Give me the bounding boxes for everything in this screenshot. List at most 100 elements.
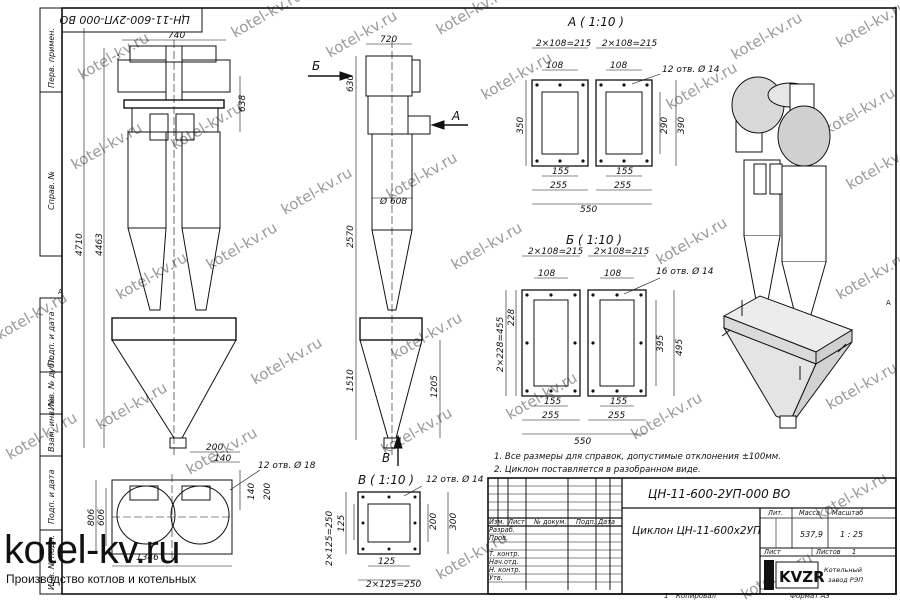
plan-holes: 12 отв. Ø 18	[258, 460, 316, 471]
view-v-holes	[361, 495, 417, 551]
watermark: kotel-kv.ru	[383, 148, 460, 203]
dim-b-108-left: 108	[538, 269, 555, 279]
watermark: kotel-kv.ru	[168, 98, 245, 153]
watermark: kotel-kv.ru	[821, 83, 898, 138]
dim-v-2x125: 2×125=250	[325, 511, 335, 566]
isometric-view	[721, 76, 854, 429]
dim-720: 720	[380, 35, 397, 45]
dim-1510: 1510	[346, 369, 356, 392]
tb-listov-value: 1	[852, 548, 856, 556]
dim-b-2x228: 2×228=455	[496, 317, 506, 372]
watermark: kotel-kv.ru	[628, 388, 705, 443]
view-a-holes	[535, 83, 649, 163]
dim-a-550: 550	[580, 205, 597, 215]
sheet-frame	[39, 7, 897, 595]
label-podp-data-2: Подп. и дата	[47, 469, 56, 524]
tb-listov: Листов	[815, 548, 841, 556]
label-perv-primen: Перв. примен.	[47, 28, 56, 88]
a-holes: 12 отв. Ø 14	[662, 64, 720, 75]
tb-col-podp: Подп.	[576, 518, 596, 526]
dim-a-108-right: 108	[610, 61, 627, 71]
side-view	[355, 40, 441, 455]
tb-row-nkontr: Н. контр.	[489, 566, 521, 574]
watermark: kotel-kv.ru	[823, 358, 900, 413]
stamp-rotated: ЦН-11-600-2УП-000 ВО	[59, 13, 190, 26]
dim-v-300: 300	[449, 513, 459, 530]
dim-d608: Ø 608	[379, 196, 407, 207]
general-notes: 1. Все размеры для справок, допустимые о…	[494, 452, 781, 475]
note-1: 1. Все размеры для справок, допустимые о…	[494, 452, 781, 462]
tb-col-doc: № докум.	[533, 518, 567, 526]
title-block	[487, 477, 897, 595]
tb-row-prov: Пров.	[489, 534, 508, 542]
arrow-label-b: Б	[312, 59, 320, 73]
view-b	[505, 255, 675, 435]
tb-row-utv: Утв.	[489, 574, 503, 582]
dim-a-290: 290	[660, 117, 670, 134]
dim-b-108-right: 108	[604, 269, 621, 279]
v-holes: 12 отв. Ø 14	[426, 474, 484, 485]
dim-a-top-right: 2×108=215	[602, 39, 657, 49]
arrow-a-side	[430, 120, 468, 130]
tb-row-tkontr: Т. контр.	[489, 550, 520, 558]
view-v	[345, 485, 449, 581]
tb-col-data: Дата	[597, 518, 615, 526]
margin-labels: Перв. примен. Справ. № Подп. и дата Инв.…	[47, 13, 891, 590]
dim-plan-1346: 1346	[136, 553, 159, 563]
watermark: kotel-kv.ru	[248, 333, 325, 388]
watermark: kotel-kv.ru	[433, 0, 510, 38]
tb-col-izm: Изм.	[489, 518, 505, 526]
label-vzam-inv: Взам. инв. №	[47, 398, 56, 452]
dim-a-155-right: 155	[616, 167, 633, 177]
tb-designation: ЦН-11-600-2УП-000 ВО	[648, 487, 790, 501]
dim-b-155-right: 155	[610, 397, 627, 407]
watermark: kotel-kv.ru	[203, 218, 280, 273]
tb-sheet-num: 1	[664, 592, 668, 600]
dim-b-395: 395	[656, 335, 666, 352]
label-inv-dubl: Инв. № дубл.	[47, 355, 56, 410]
dim-b-top-left: 2×108=215	[528, 247, 583, 257]
dim-plan-200b: 200	[263, 483, 273, 500]
tb-mass-value: 537,9	[800, 530, 823, 539]
dim-v-200: 200	[429, 513, 439, 530]
dim-v-125b: 125	[378, 557, 395, 567]
letter-a-right: A	[886, 299, 891, 307]
note-2: 2. Циклон поставляется в разобранном вид…	[494, 465, 701, 475]
view-b-labels: Б ( 1:10 ) 2×108=215 2×108=215 108 108 1…	[496, 233, 714, 447]
watermark: kotel-kv.ru	[68, 118, 145, 173]
dim-v-125: 125	[337, 515, 347, 532]
plan-view	[95, 451, 261, 567]
tb-scale-value: 1 : 25	[840, 530, 863, 539]
tb-massa: Масса	[799, 509, 820, 517]
front-view-labels: 740 638 4710 4463	[75, 31, 248, 256]
dim-b-550: 550	[574, 437, 591, 447]
watermark: kotel-kv.ru	[113, 248, 190, 303]
brand-name: kotel-kv.ru	[4, 528, 181, 572]
dim-2570: 2570	[346, 225, 356, 248]
dim-4463: 4463	[95, 233, 105, 256]
dim-b-255-right: 255	[608, 411, 625, 421]
label-sprav: Справ. №	[47, 171, 56, 210]
watermark: kotel-kv.ru	[843, 138, 900, 193]
view-a-title: A ( 1:10 )	[567, 15, 624, 29]
arrow-v-bottom	[393, 434, 403, 466]
dim-a-255-left: 255	[550, 181, 567, 191]
watermark: kotel-kv.ru	[653, 213, 730, 268]
dim-a-350: 350	[516, 117, 526, 134]
tb-factory-1: Котельный	[824, 566, 862, 574]
brand-subtitle: Производство котлов и котельных	[6, 572, 197, 586]
side-view-labels: 720 630 2570 Ø 608 1510 1205 Б A В	[312, 35, 460, 465]
dim-a-390: 390	[677, 117, 687, 134]
dim-plan-806: 806	[87, 509, 97, 526]
watermark: kotel-kv.ru	[3, 408, 80, 463]
brand-overlay: kotel-kv.ru Производство котлов и котель…	[4, 528, 264, 594]
watermark: kotel-kv.ru	[388, 308, 465, 363]
dim-b-228: 228	[507, 309, 517, 326]
dim-1205: 1205	[430, 375, 440, 398]
tb-logo: KVZR	[779, 568, 825, 586]
view-v-title: В ( 1:10 )	[358, 473, 414, 487]
dim-a-255-right: 255	[614, 181, 631, 191]
dim-740: 740	[168, 31, 185, 41]
tb-masshtab: Масштаб	[832, 509, 863, 517]
dim-b-top-right: 2×108=215	[594, 247, 649, 257]
